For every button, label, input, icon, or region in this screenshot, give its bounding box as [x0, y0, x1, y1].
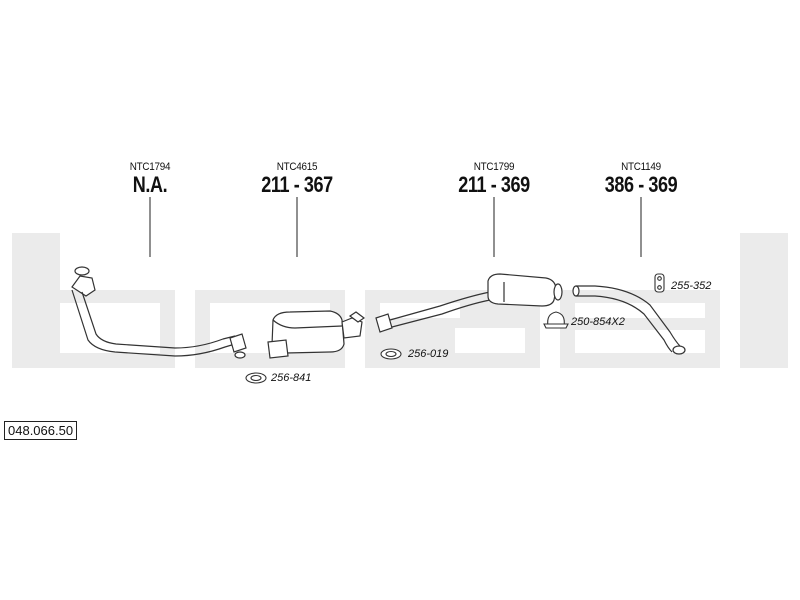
ref-label-3: NTC1799	[473, 161, 515, 173]
gasket-256-841	[245, 372, 267, 384]
part-number-2: 211 - 367	[261, 172, 333, 197]
rear-pipe	[375, 273, 563, 333]
part-number-1: N.A.	[132, 172, 168, 197]
part-label-255-352: 255-352	[671, 280, 712, 292]
gasket-256-019	[380, 348, 402, 360]
center-silencer	[267, 310, 366, 359]
ref-label-1: NTC1794	[129, 161, 171, 173]
front-pipe	[71, 266, 247, 359]
part-number-3: 211 - 369	[458, 172, 530, 197]
part-label-256-841: 256-841	[271, 372, 312, 384]
ref-label-4: NTC1149	[621, 161, 661, 173]
clamp-250-854X2	[543, 311, 569, 329]
part-label-250-854X2: 250-854X2	[571, 316, 625, 328]
leader-lines	[149, 197, 642, 257]
catalog-code: 048.066.50	[4, 421, 78, 440]
part-label-256-019: 256-019	[408, 348, 449, 360]
ref-label-2: NTC4615	[276, 161, 318, 173]
tail-pipe	[572, 285, 686, 355]
mount-255-352	[654, 273, 665, 293]
part-number-4: 386 - 369	[604, 172, 678, 197]
